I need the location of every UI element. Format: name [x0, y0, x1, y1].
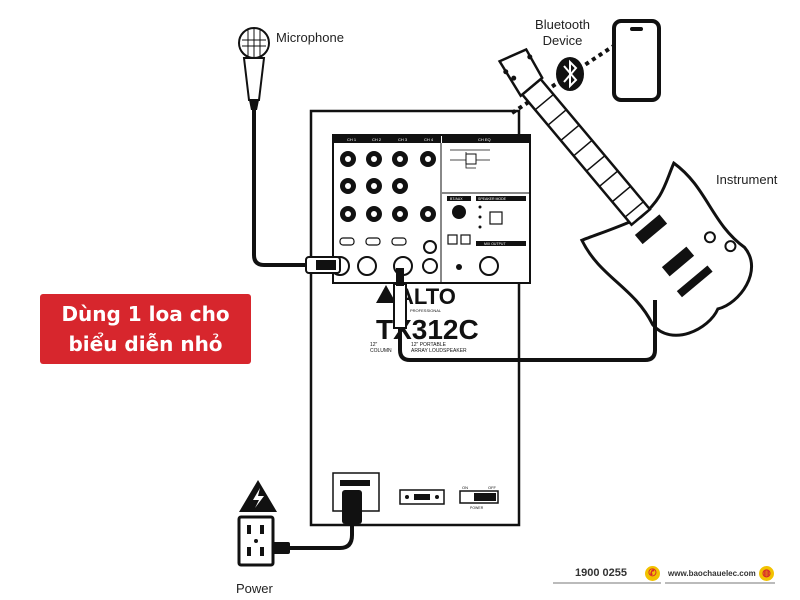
switch-off-label: OFF	[488, 485, 497, 490]
phone-icon: ✆	[645, 566, 660, 581]
power-cable	[290, 520, 354, 550]
channel-3-header: CH 3	[398, 137, 408, 142]
phone-number: 1900 0255	[575, 567, 627, 579]
speaker-mode-header: SPEAKER MODE	[478, 197, 507, 201]
switch-on-label: ON	[462, 485, 468, 490]
power-outlet-icon	[237, 515, 275, 567]
desc-right-2: ARRAY LOUDSPEAKER	[411, 348, 467, 354]
power-plug	[272, 490, 362, 554]
microphone-label: Microphone	[276, 30, 344, 45]
speaker: CH 1 CH 2 CH 3 CH 4 CH EQ	[309, 109, 531, 527]
microphone-icon	[238, 27, 270, 110]
bluetooth-label-line2: Device	[542, 33, 583, 48]
warning-icon	[239, 480, 277, 512]
mix-output-header: MIX OUTPUT	[484, 242, 506, 246]
channel-1-header: CH 1	[347, 137, 357, 142]
brand-sub: PROFESSIONAL	[410, 308, 442, 313]
bluetooth-icon	[556, 57, 584, 91]
microphone-cable	[252, 110, 308, 267]
website-link[interactable]: www.baochauelec.com	[668, 569, 756, 578]
model-name: TX312C	[376, 314, 479, 345]
guitar-icon	[497, 47, 753, 337]
promo-line1: Dùng 1 loa cho	[61, 302, 230, 326]
power-label: Power	[236, 581, 273, 596]
contact-bar: 1900 0255 ✆ www.baochauelec.com ◍	[553, 566, 775, 584]
desc-right-1: 12" PORTABLE	[411, 342, 447, 348]
bt-aux-header: BT/AUX	[450, 197, 463, 201]
desc-left-2: COLUMN	[370, 348, 392, 354]
ch-eq-header: CH EQ	[478, 137, 491, 142]
brand-name: ALTO	[398, 284, 456, 309]
bluetooth-label-line1: Bluetooth	[535, 17, 590, 32]
xlr-connector	[305, 256, 341, 274]
promo-line2: biểu diễn nhỏ	[68, 332, 223, 356]
globe-icon: ◍	[759, 566, 774, 581]
bluetooth-label: Bluetooth Device	[520, 17, 605, 49]
channel-2-header: CH 2	[372, 137, 382, 142]
instrument-label: Instrument	[716, 172, 778, 187]
desc-left-1: 12"	[370, 342, 378, 348]
switch-power-label: POWER	[470, 506, 484, 510]
smartphone-icon	[612, 19, 661, 102]
control-panel: CH 1 CH 2 CH 3 CH 4 CH EQ	[330, 134, 531, 284]
instrument-cable	[398, 275, 657, 362]
promo-banner: Dùng 1 loa cho biểu diễn nhỏ	[40, 294, 251, 364]
jack-plug	[393, 268, 407, 329]
channel-4-header: CH 4	[424, 137, 434, 142]
